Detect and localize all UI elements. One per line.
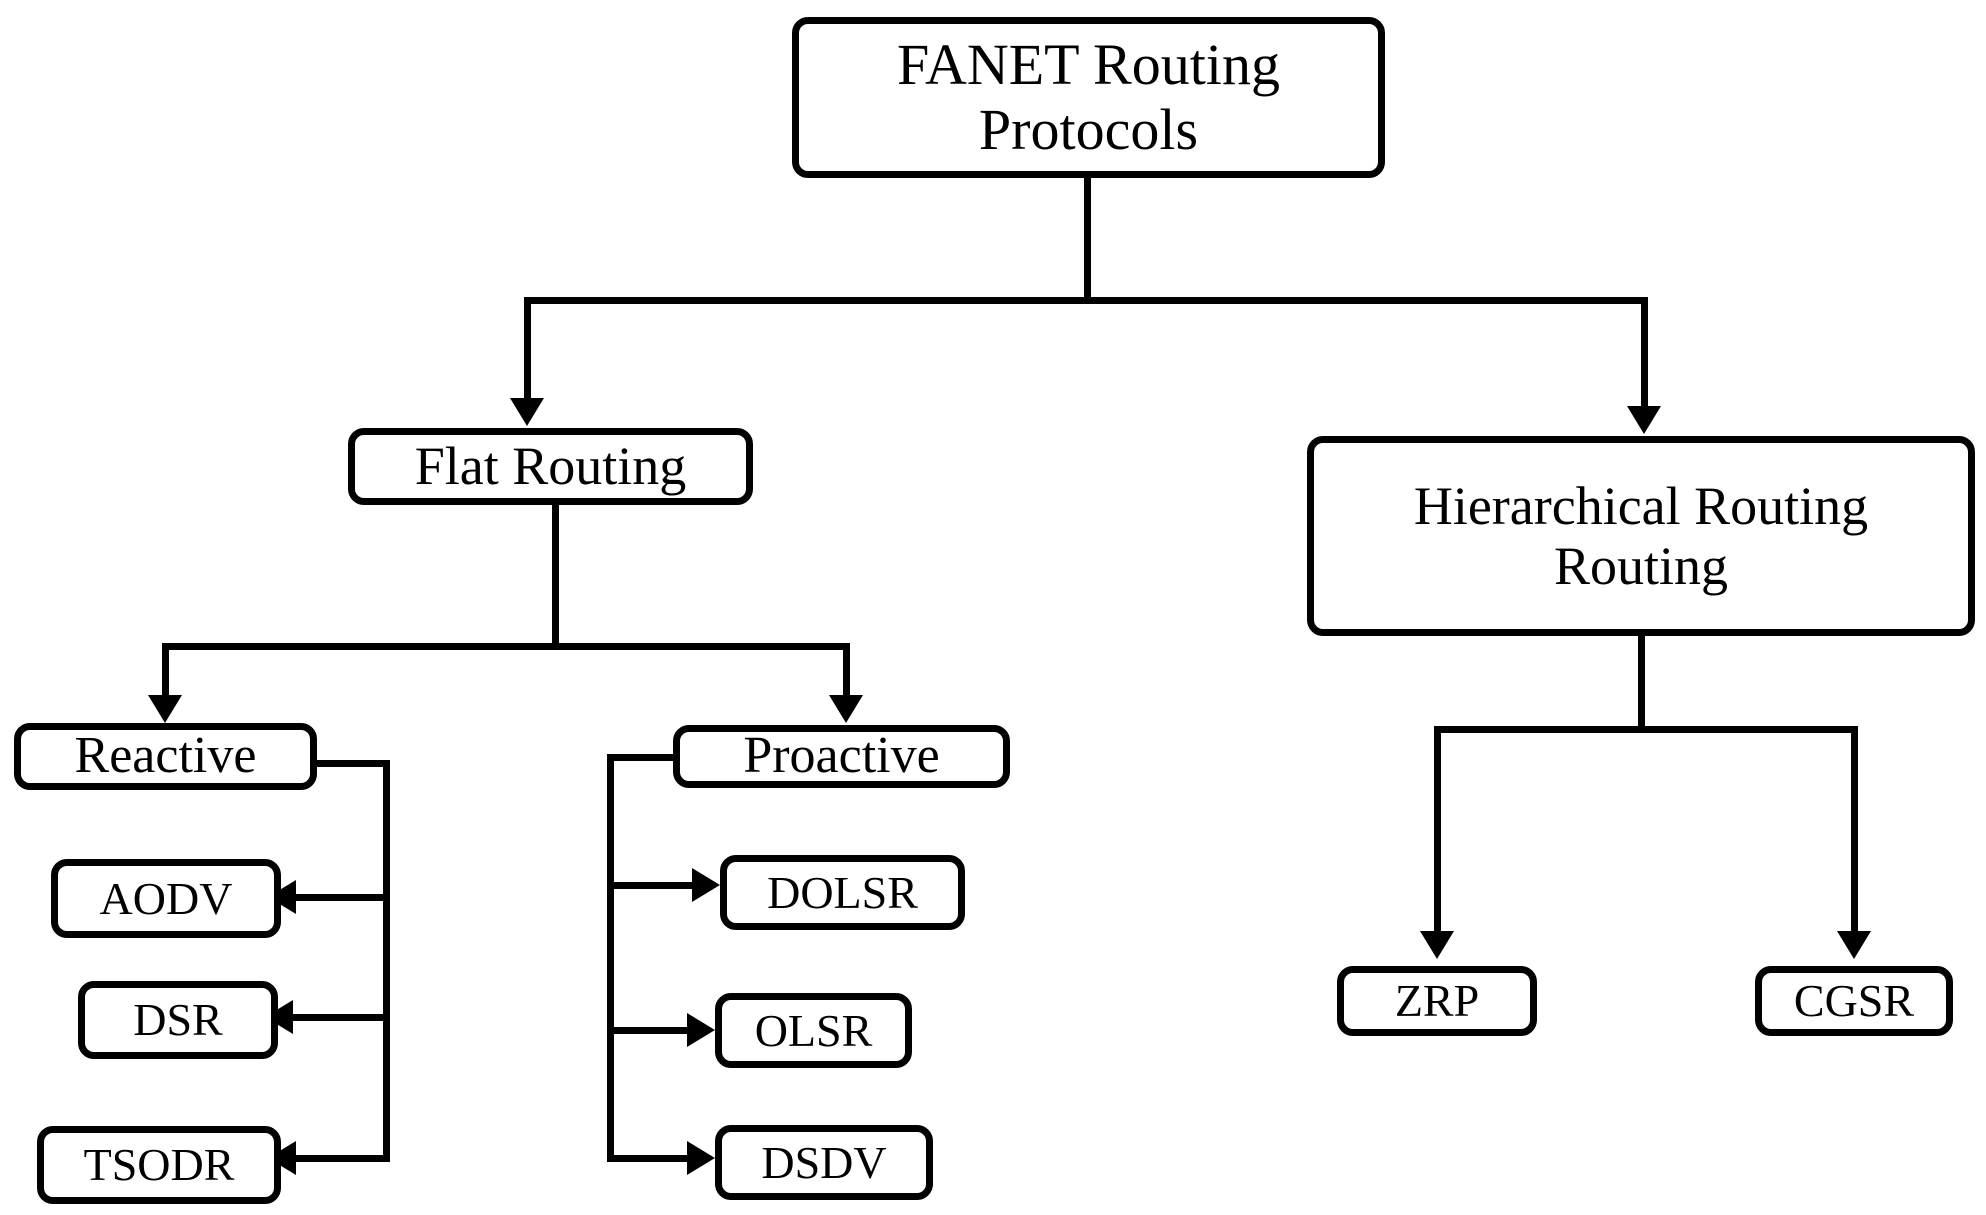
edge-hierarchical-to-cgsr-drop — [1851, 726, 1858, 934]
arrow-hierarchical-to-zrp — [1420, 931, 1454, 959]
edge-proactive-to-dolsr — [607, 882, 693, 889]
edge-reactive-to-dsr — [278, 1014, 390, 1021]
arrow-hierarchical-to-cgsr — [1837, 931, 1871, 959]
edge-hierarchical-stem — [1638, 636, 1645, 732]
node-zrp[interactable]: ZRP — [1337, 966, 1537, 1036]
node-aodv[interactable]: AODV — [51, 859, 281, 938]
arrow-flat-to-reactive — [148, 695, 182, 723]
node-dsr[interactable]: DSR — [78, 981, 278, 1059]
node-cgsr[interactable]: CGSR — [1755, 966, 1953, 1036]
arrow-root-to-hierarchical-routing — [1627, 406, 1661, 434]
arrow-proactive-to-dolsr — [692, 868, 720, 902]
edge-flat-to-reactive-drop — [162, 643, 169, 698]
edge-root-distribution-bar — [524, 297, 1648, 304]
edge-hierarchical-distribution-bar — [1434, 726, 1858, 733]
edge-proactive-to-olsr — [607, 1027, 688, 1034]
edge-reactive-to-aodv — [281, 894, 390, 901]
edge-reactive-stub — [313, 760, 390, 767]
arrow-proactive-to-olsr — [687, 1013, 715, 1047]
edge-flat-stem — [552, 505, 559, 650]
node-root-fanet-routing-protocols[interactable]: FANET Routing Protocols — [792, 17, 1385, 178]
node-reactive[interactable]: Reactive — [14, 723, 317, 790]
node-flat-routing[interactable]: Flat Routing — [348, 428, 753, 505]
edge-proactive-to-dsdv — [607, 1155, 688, 1162]
arrow-root-to-flat-routing — [510, 398, 544, 426]
edge-root-to-hierarchical-drop — [1641, 297, 1648, 409]
edge-root-to-flat-drop — [524, 297, 531, 401]
edge-root-stem — [1084, 178, 1091, 304]
edge-flat-to-proactive-drop — [843, 643, 850, 698]
edge-reactive-bus — [383, 760, 390, 1162]
arrow-proactive-to-dsdv — [687, 1141, 715, 1175]
node-proactive[interactable]: Proactive — [673, 725, 1010, 788]
arrow-flat-to-proactive — [829, 695, 863, 723]
edge-proactive-bus — [607, 754, 614, 1162]
edge-flat-distribution-bar — [162, 643, 850, 650]
node-olsr[interactable]: OLSR — [715, 993, 912, 1068]
node-tsodr[interactable]: TSODR — [37, 1126, 281, 1204]
edge-hierarchical-to-zrp-drop — [1434, 726, 1441, 934]
node-hierarchical-routing[interactable]: Hierarchical Routing Routing — [1307, 436, 1975, 636]
edge-reactive-to-tsodr — [281, 1155, 390, 1162]
node-dolsr[interactable]: DOLSR — [720, 855, 965, 930]
edge-proactive-stub — [607, 754, 677, 761]
node-dsdv[interactable]: DSDV — [715, 1125, 933, 1200]
